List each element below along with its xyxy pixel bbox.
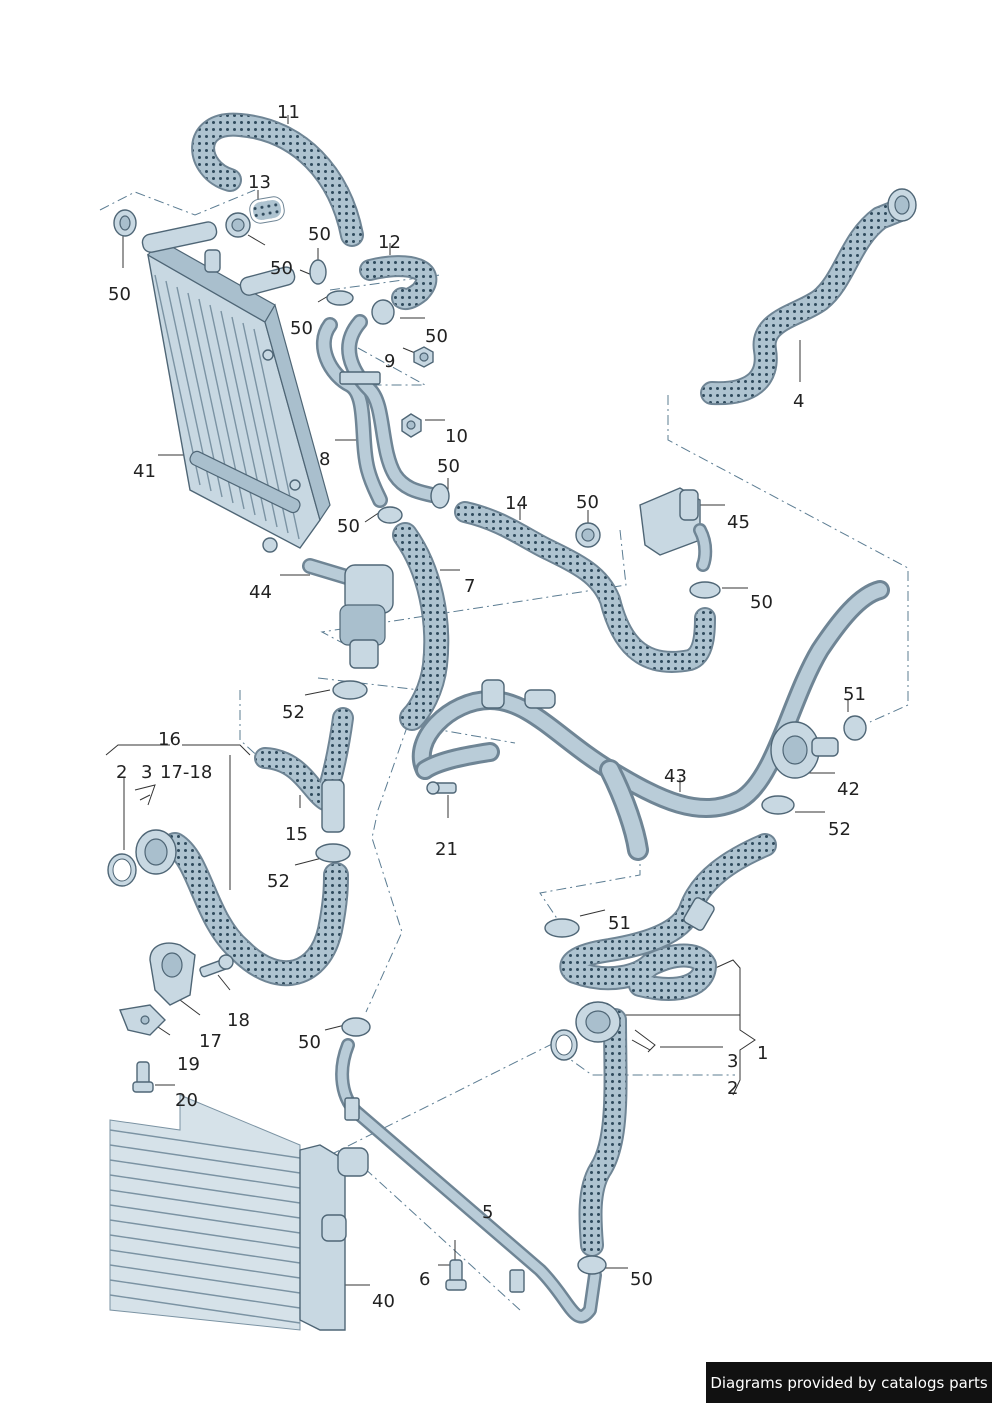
hose-15 — [254, 707, 354, 833]
clip-2-3 — [107, 784, 656, 1061]
label-40: 40 — [372, 1291, 395, 1312]
label-11: 11 — [277, 102, 300, 123]
pipe-43 — [411, 580, 890, 861]
label-45: 45 — [727, 512, 750, 533]
hose-14 — [454, 501, 716, 673]
hose-7 — [392, 522, 450, 731]
nut-10 — [401, 413, 422, 438]
pump-45 — [639, 487, 713, 572]
label-13: 13 — [248, 172, 271, 193]
credit-banner: Diagrams provided by catalogs parts — [706, 1362, 992, 1403]
label-50: 50 — [290, 318, 313, 339]
label-16: 16 — [158, 729, 181, 750]
label-50: 50 — [298, 1032, 321, 1053]
label-41: 41 — [133, 461, 156, 482]
label-18: 18 — [227, 1010, 250, 1031]
label-50: 50 — [437, 456, 460, 477]
label-43: 43 — [664, 766, 687, 787]
label-4: 4 — [793, 391, 804, 412]
callout-labels: 11 13 50 50 50 12 50 50 9 4 10 8 41 50 1… — [108, 102, 866, 1312]
label-17-18: 17-18 — [160, 762, 212, 783]
label-50: 50 — [630, 1269, 653, 1290]
label-6: 6 — [419, 1269, 430, 1290]
label-10: 10 — [445, 426, 468, 447]
hose-1 — [559, 833, 777, 1257]
label-52: 52 — [282, 702, 305, 723]
label-9: 9 — [384, 351, 395, 372]
label-3: 3 — [727, 1051, 738, 1072]
label-50: 50 — [108, 284, 131, 305]
main-radiator — [109, 1094, 369, 1331]
bolt-18 — [199, 954, 234, 978]
label-50: 50 — [750, 592, 773, 613]
label-51: 51 — [608, 913, 631, 934]
label-14: 14 — [505, 493, 528, 514]
label-2: 2 — [116, 762, 127, 783]
thermostat-42 — [770, 721, 839, 779]
hose-4 — [700, 188, 917, 406]
label-8: 8 — [319, 449, 330, 470]
label-50: 50 — [337, 516, 360, 537]
auxiliary-radiator — [141, 221, 331, 553]
label-52: 52 — [267, 871, 290, 892]
label-5: 5 — [482, 1202, 493, 1223]
label-7: 7 — [464, 576, 475, 597]
hose-12 — [359, 255, 438, 311]
label-1: 1 — [757, 1043, 768, 1064]
label-51: 51 — [843, 684, 866, 705]
hose-11 — [191, 112, 364, 247]
bolt-6 — [445, 1259, 467, 1291]
label-21: 21 — [435, 839, 458, 860]
label-52: 52 — [828, 819, 851, 840]
hose-clamps — [113, 209, 867, 1275]
pipe-5 — [335, 1038, 602, 1324]
label-50: 50 — [576, 492, 599, 513]
label-50: 50 — [425, 326, 448, 347]
bracket-19 — [119, 1004, 166, 1036]
bracket-17 — [149, 942, 196, 1006]
label-42: 42 — [837, 779, 860, 800]
label-12: 12 — [378, 232, 401, 253]
pipe-8 — [316, 314, 440, 508]
bolt-20 — [132, 1061, 154, 1093]
assembly-guide-lines — [99, 189, 909, 1311]
label-50: 50 — [270, 258, 293, 279]
label-20: 20 — [175, 1090, 198, 1111]
valve-44 — [302, 558, 394, 669]
hose-16 — [135, 829, 349, 987]
credit-text: Diagrams provided by catalogs parts — [710, 1373, 988, 1392]
label-44: 44 — [249, 582, 272, 603]
label-2: 2 — [727, 1078, 738, 1099]
nut-9 — [413, 346, 434, 368]
label-50: 50 — [308, 224, 331, 245]
label-17: 17 — [199, 1031, 222, 1052]
label-3: 3 — [141, 762, 152, 783]
label-15: 15 — [285, 824, 308, 845]
label-19: 19 — [177, 1054, 200, 1075]
bolt-21 — [426, 781, 457, 795]
hose-13 — [249, 196, 285, 224]
